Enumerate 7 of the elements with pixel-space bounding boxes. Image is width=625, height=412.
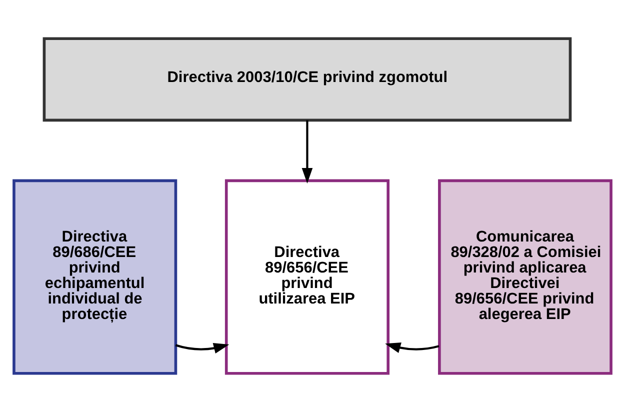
arrow — [302, 120, 313, 184]
node-box: Directiva 89/656/CEE privind utilizarea EIP — [224, 179, 390, 375]
arrow — [175, 343, 230, 354]
arrow — [385, 342, 440, 353]
node-box: Directiva 2003/10/CE privind zgomotul — [42, 37, 572, 122]
node-box: Comunicarea 89/328/02 a Comisiei privind aplicarea Directivei 89/656/CEE privind alegerea EIP — [438, 179, 612, 375]
node-box: Directiva 89/686/CEE privind echipamentul individual de protecție — [12, 179, 178, 375]
